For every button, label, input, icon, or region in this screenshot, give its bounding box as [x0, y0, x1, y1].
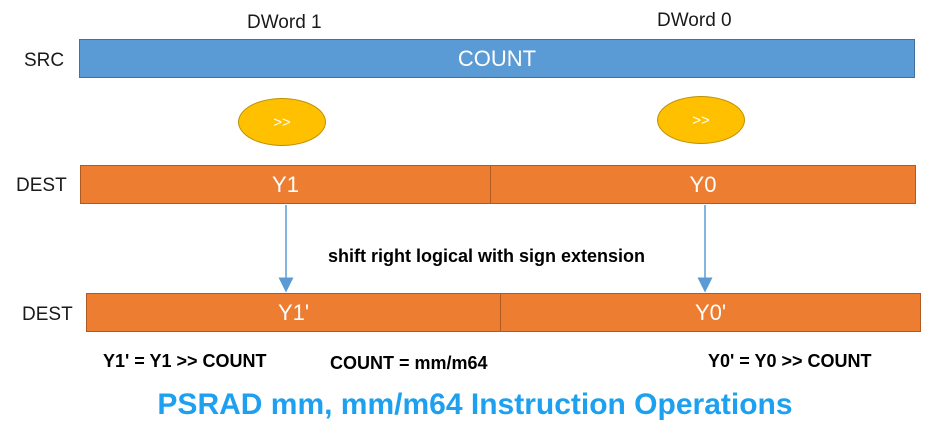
formula-y0: Y0' = Y0 >> COUNT	[708, 351, 872, 371]
result-y0-cell: Y0'	[500, 293, 921, 332]
dword0-label: DWord 0	[657, 10, 732, 31]
src-count-bar: COUNT	[79, 39, 915, 78]
src-label: SRC	[24, 50, 65, 71]
dword1-label: DWord 1	[247, 12, 322, 33]
dest-label-bottom: DEST	[22, 304, 73, 325]
shift-caption: shift right logical with sign extension	[328, 246, 646, 266]
dest-y1-cell: Y1	[80, 165, 491, 204]
formula-count: COUNT = mm/m64	[330, 353, 488, 373]
dest-y0-cell: Y0	[490, 165, 916, 204]
dest-label-top: DEST	[16, 175, 67, 196]
diagram-title: PSRAD mm, mm/m64 Instruction Operations	[157, 388, 793, 421]
formula-y1: Y1' = Y1 >> COUNT	[103, 351, 267, 371]
shift-op-left: >>	[238, 98, 326, 146]
shift-op-right: >>	[657, 96, 745, 144]
result-y1-cell: Y1'	[86, 293, 501, 332]
